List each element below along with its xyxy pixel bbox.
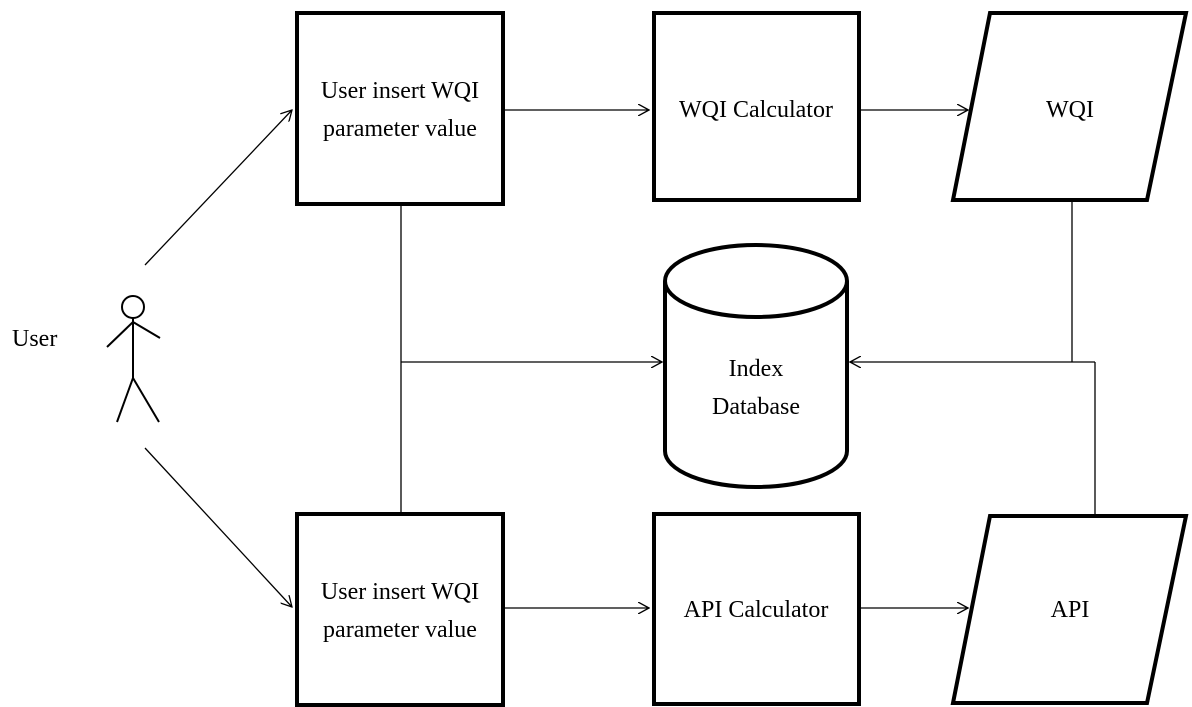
user-input-bottom-line1: User insert WQI — [321, 579, 479, 605]
stick-figure-icon — [106, 295, 161, 423]
wqi-calculator-label: WQI Calculator — [679, 97, 833, 123]
wqi-output-label: WQI — [1046, 97, 1094, 123]
user-actor: User — [12, 295, 161, 423]
wqi-calculator-box[interactable]: WQI Calculator — [652, 11, 861, 202]
wqi-output-parallelogram[interactable]: WQI — [950, 11, 1189, 202]
arrow-user-to-bottom-input — [144, 447, 292, 607]
index-database-line2: Database — [712, 394, 800, 420]
user-input-top-line2: parameter value — [323, 116, 477, 142]
api-output-parallelogram[interactable]: API — [950, 514, 1189, 705]
user-input-box-bottom[interactable]: User insert WQI parameter value — [295, 512, 505, 707]
api-calculator-label: API Calculator — [684, 597, 829, 623]
api-output-label: API — [1051, 597, 1090, 623]
connectors — [144, 110, 1096, 608]
user-input-bottom-line2: parameter value — [323, 617, 477, 643]
arrow-user-to-top-input — [144, 110, 292, 266]
index-database-line1: Index — [729, 356, 784, 382]
user-input-top-line1: User insert WQI — [321, 78, 479, 104]
index-database-cylinder[interactable]: Index Database — [663, 243, 849, 489]
api-calculator-box[interactable]: API Calculator — [652, 512, 861, 706]
user-label: User — [12, 326, 57, 352]
user-input-box-top[interactable]: User insert WQI parameter value — [295, 11, 505, 206]
